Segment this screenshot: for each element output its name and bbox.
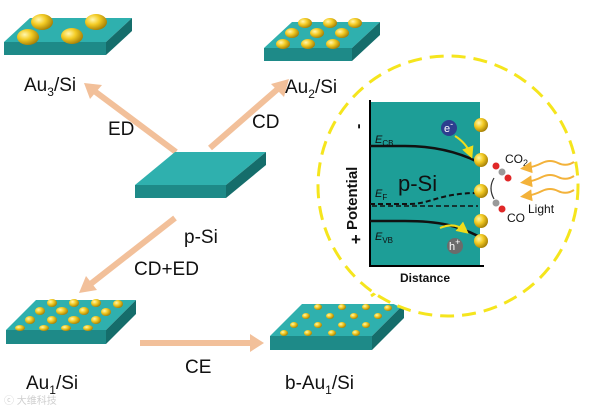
conversion-arrow <box>490 177 495 200</box>
label-light: Light <box>528 202 555 216</box>
hole-transfer-arrow <box>439 221 469 234</box>
conduction-band <box>370 144 479 164</box>
hole: h+ <box>447 237 463 254</box>
label-b-au1-si: b-Au1/Si <box>285 373 354 397</box>
gold-particles <box>15 299 123 331</box>
label-evb: EVB <box>375 231 393 245</box>
watermark: ⓒ 大维科技 <box>4 394 57 407</box>
label-au1-si: Au1/Si <box>26 373 78 397</box>
gold-particles <box>17 14 107 45</box>
light-waves <box>520 160 575 202</box>
y-axis-label: Potential <box>344 167 361 230</box>
sample-au2-si <box>264 18 380 61</box>
co2-molecule <box>492 162 512 182</box>
svg-text:h+: h+ <box>449 237 460 253</box>
sample-au1-si <box>6 299 136 344</box>
label-co: CO <box>507 211 525 225</box>
arrow-ce <box>140 334 264 352</box>
arrow-ed <box>84 83 178 155</box>
label-au3-si: Au3/Si <box>24 75 76 99</box>
co-molecule <box>492 199 506 213</box>
arrow-cd <box>208 79 289 151</box>
sample-p-si <box>135 152 266 198</box>
sample-au3-si <box>4 14 132 55</box>
x-axis-label: Distance <box>400 271 450 285</box>
valence-band <box>370 219 479 238</box>
electron: e- <box>441 119 457 136</box>
sample-b-au1-si <box>270 304 404 350</box>
label-cd-ed: CD+ED <box>134 259 199 280</box>
gold-particles <box>276 18 362 49</box>
surface-gold-particles <box>474 118 488 248</box>
label-region-p-si: p-Si <box>398 171 437 196</box>
label-ed: ED <box>108 119 134 140</box>
label-cd: CD <box>252 112 279 133</box>
svg-text:e-: e- <box>444 119 453 135</box>
zoom-inset: e- h+ ECB EF EVB p-Si Potential - + Dist… <box>316 54 580 318</box>
label-p-si: p-Si <box>184 227 218 248</box>
label-ef: EF <box>375 188 387 202</box>
band-diagram-panel <box>370 102 480 266</box>
label-ecb: ECB <box>375 134 393 148</box>
label-au2-si: Au2/Si <box>285 77 337 101</box>
label-ce: CE <box>185 357 211 378</box>
electron-transfer-arrow <box>454 135 474 159</box>
y-axis-plus: + <box>351 230 361 249</box>
fermi-level <box>370 192 479 205</box>
y-axis-minus: - <box>350 124 367 129</box>
arrow-cd-ed <box>79 215 177 293</box>
gold-particles <box>280 304 392 336</box>
